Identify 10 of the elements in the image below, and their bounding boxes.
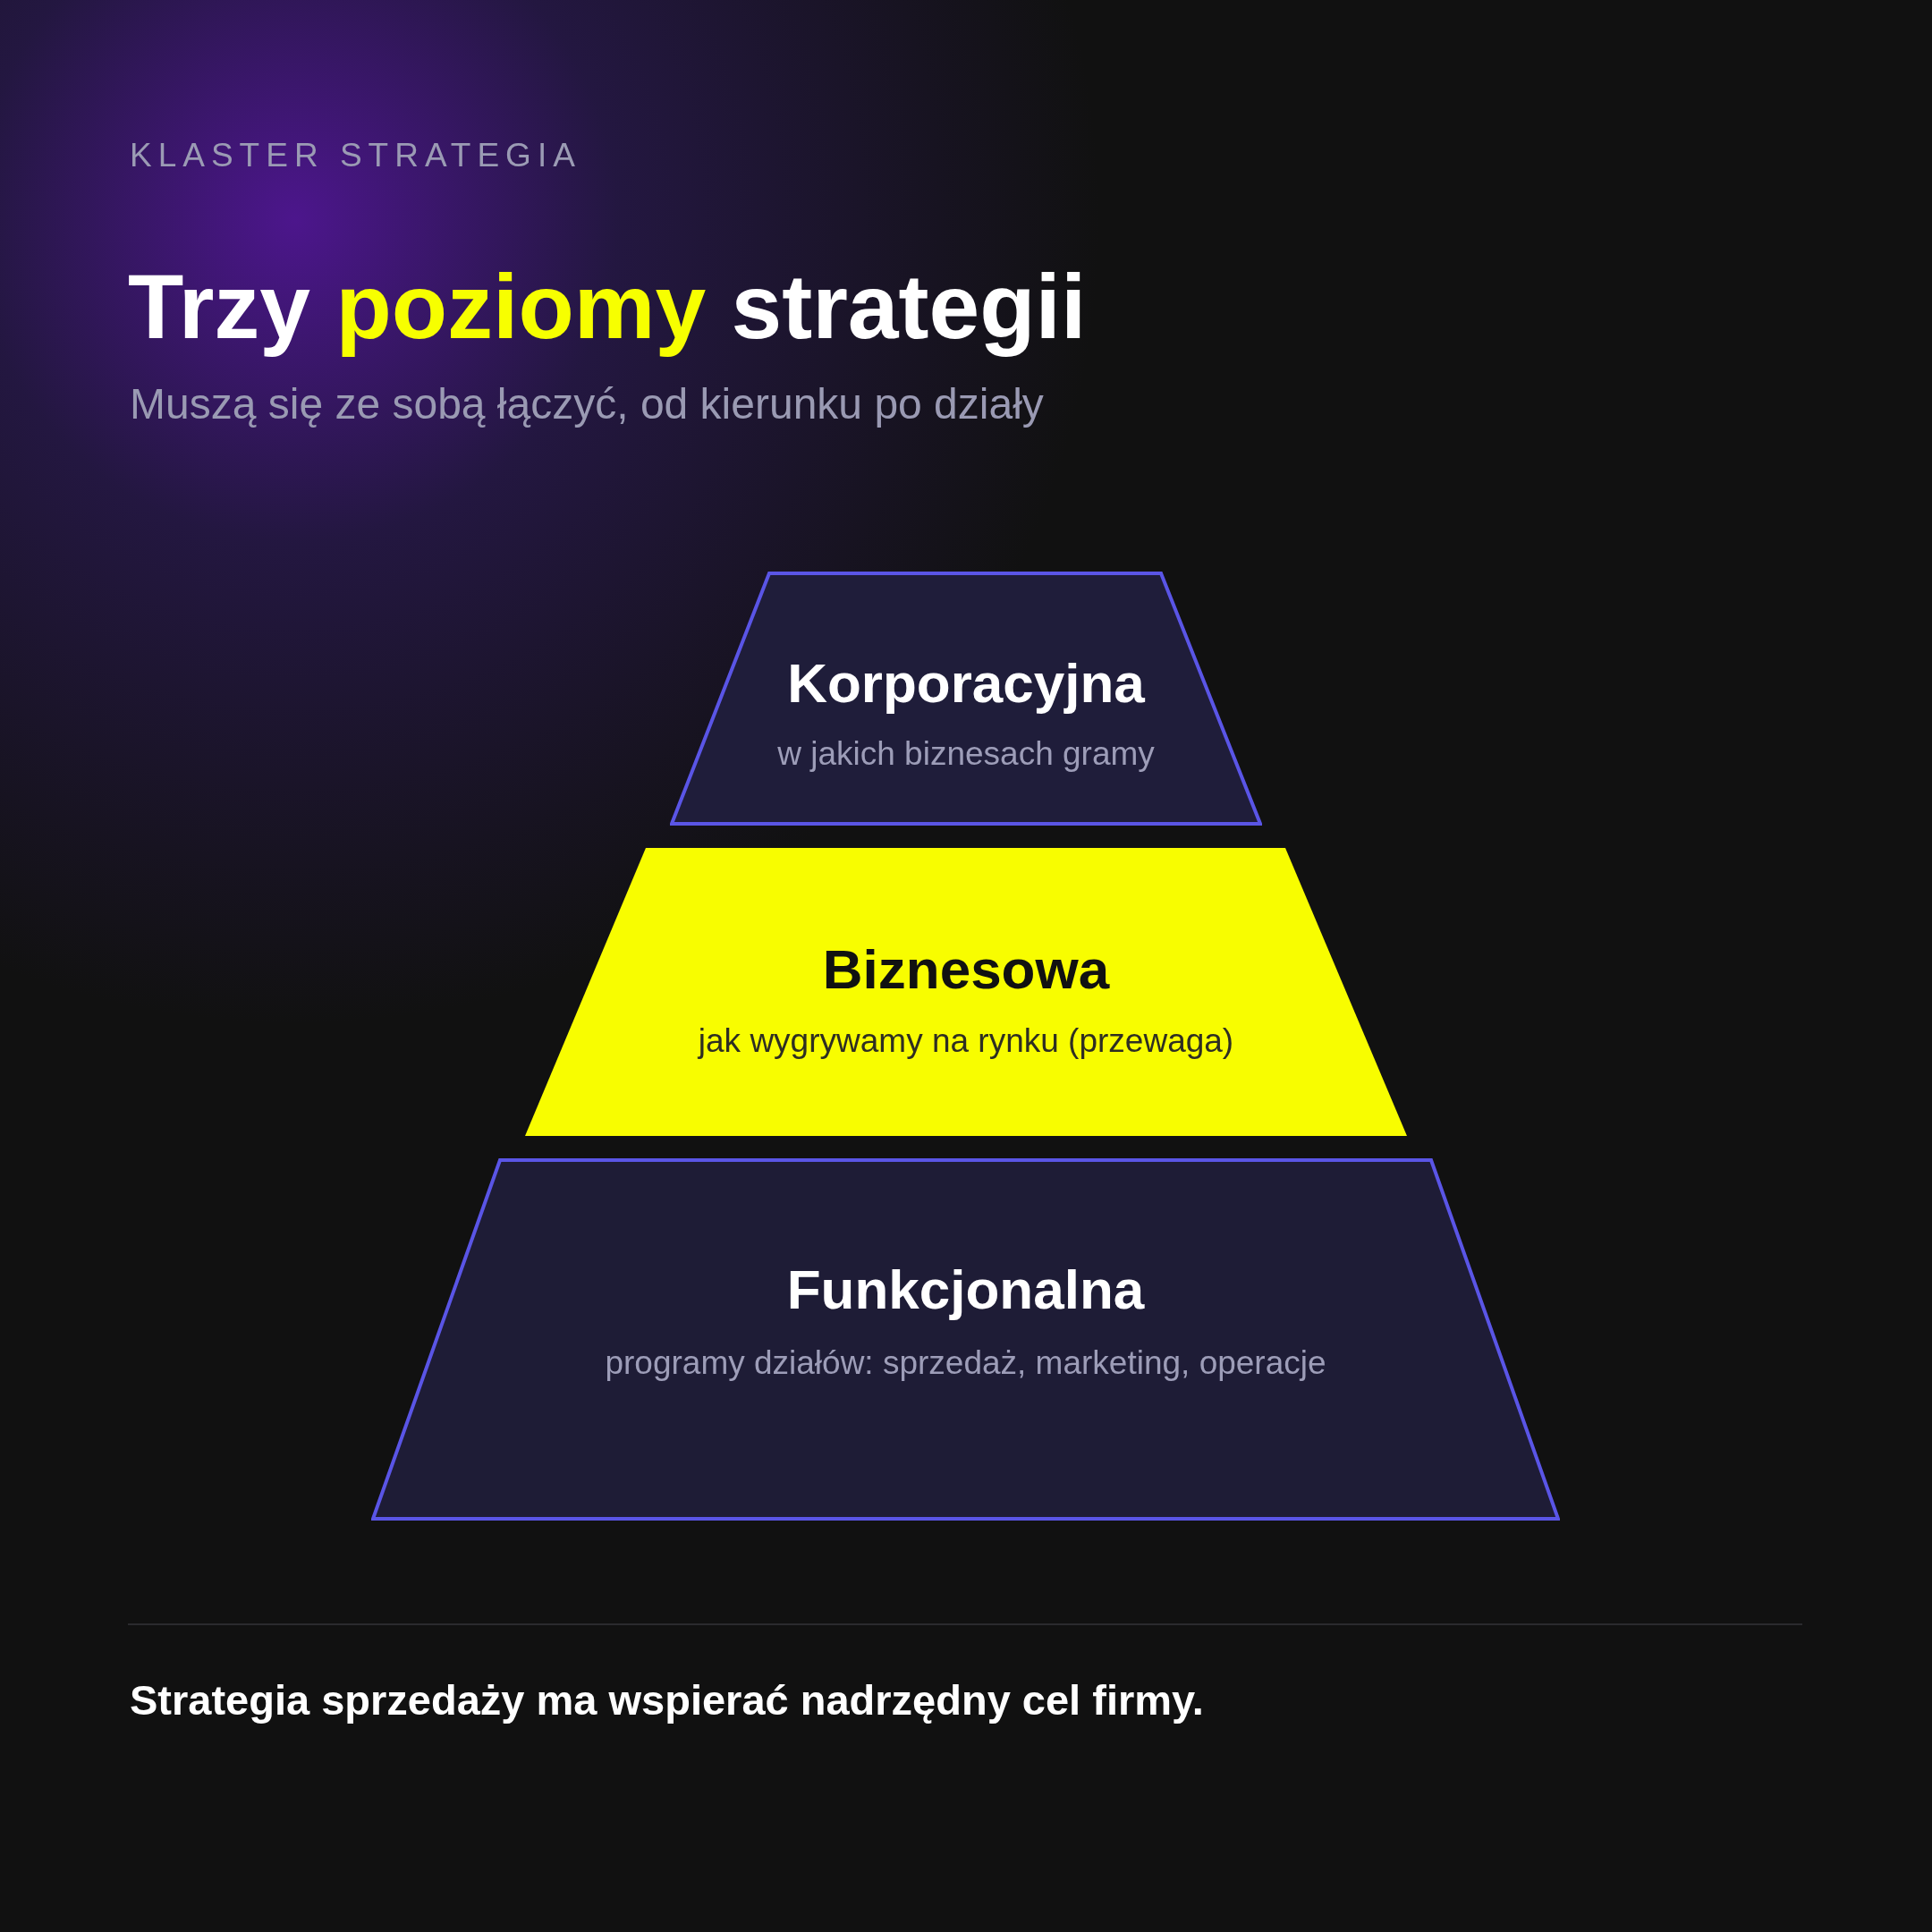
subtitle-text: Muszą się ze sobą łączyć, od kierunku po działy — [130, 379, 1044, 429]
tier-heading: Funkcjonalna — [786, 1258, 1145, 1322]
tier-description: programy działów: sprzedaż, marketing, operacje — [605, 1343, 1326, 1383]
section-label: KLASTER STRATEGIA — [130, 136, 581, 175]
tier-heading: Korporacyjna — [787, 651, 1145, 716]
title-heading: Trzy poziomy strategii — [128, 255, 1087, 360]
tier-description: jak wygrywamy na rynku (przewaga) — [698, 1021, 1234, 1061]
caption-text: Strategia sprzedaży ma wspierać nadrzędny cel firmy. — [130, 1675, 1204, 1725]
tier-heading: Biznesowa — [822, 937, 1110, 1002]
tier-description: w jakich biznesach gramy — [777, 734, 1155, 774]
